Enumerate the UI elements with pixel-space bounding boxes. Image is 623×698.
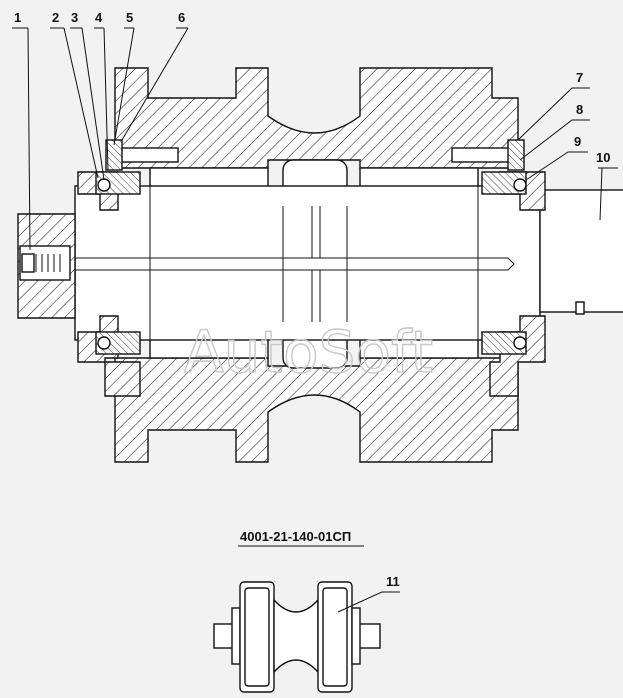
cover-left-lower [77, 315, 141, 397]
oil-channel [70, 257, 515, 271]
shaft-end-right [539, 189, 623, 313]
callout-1: 1 [14, 10, 21, 25]
bolt-right [451, 147, 511, 163]
assembly-designation: 4001-21-140-01СП [240, 529, 351, 544]
leader-lines [12, 27, 618, 251]
callout-10: 10 [596, 150, 610, 165]
callout-3: 3 [71, 10, 78, 25]
callout-4: 4 [95, 10, 103, 25]
assy-hub [273, 598, 319, 674]
watermark: AutoSoft [184, 318, 433, 386]
callout-11: 11 [386, 574, 400, 589]
callout-7: 7 [576, 70, 583, 85]
callout-9: 9 [574, 134, 581, 149]
callout-2: 2 [52, 10, 59, 25]
roller-assembly-view [213, 581, 400, 693]
callout-8: 8 [576, 102, 583, 117]
callout-5: 5 [126, 10, 133, 25]
shaft [74, 185, 541, 341]
bolt-right-head [507, 139, 525, 171]
callout-6: 6 [178, 10, 185, 25]
bolt-left-head [105, 139, 123, 171]
shaft-pin [575, 301, 585, 315]
bolt-left [119, 147, 179, 163]
